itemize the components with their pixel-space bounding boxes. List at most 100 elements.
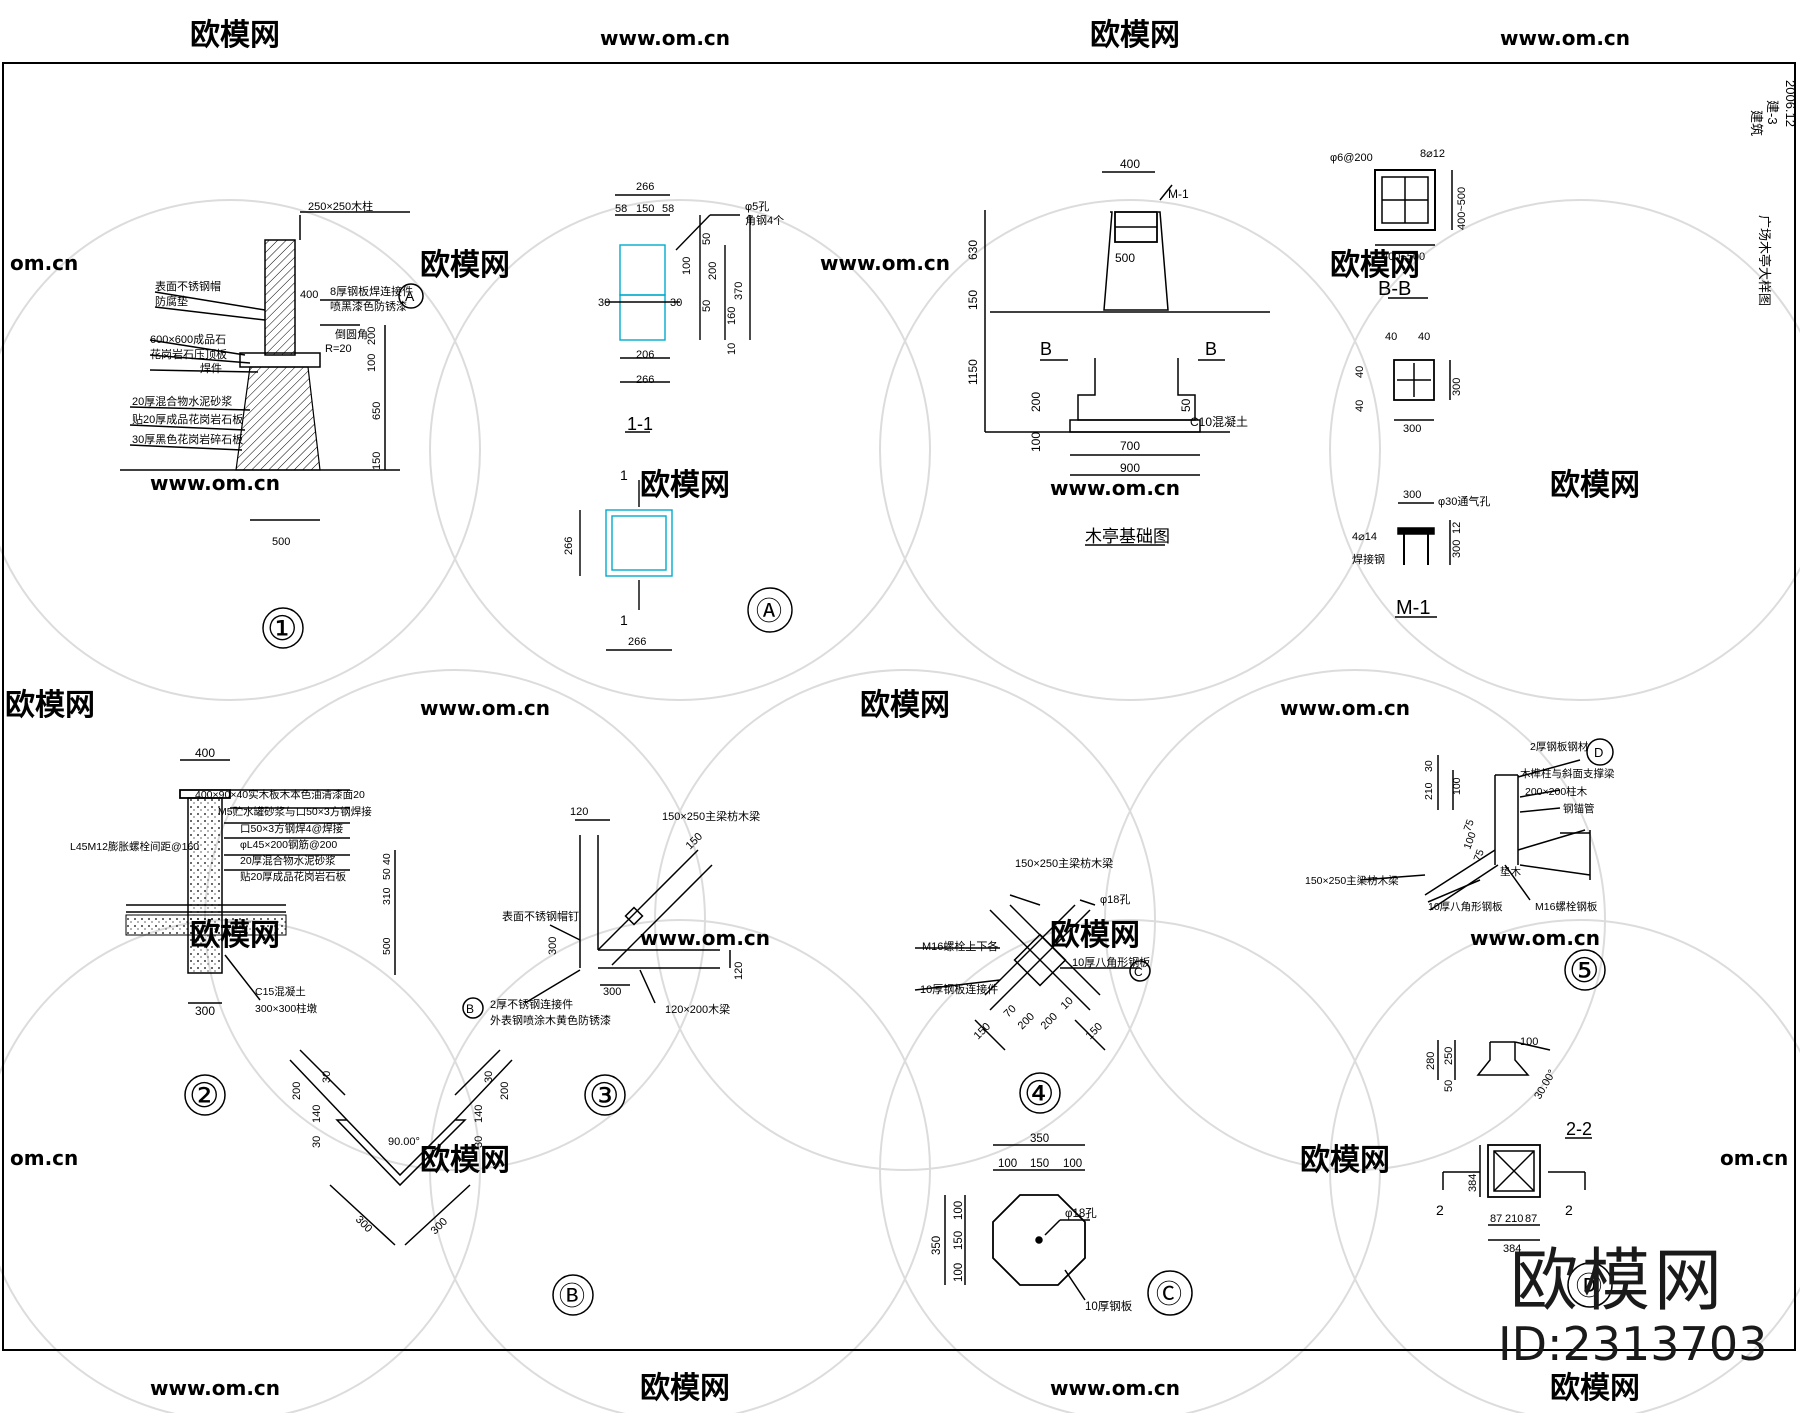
- dim-text: 120: [733, 962, 745, 980]
- footing: [1077, 358, 1196, 421]
- label: 外表钢喷涂木黄色防锈漆: [490, 1013, 611, 1027]
- dim-text: 200: [1016, 1011, 1037, 1032]
- label: 30厚黑色花岗岩碎石板: [132, 432, 243, 446]
- callout-letter: D: [1594, 745, 1603, 760]
- detail-marker-circle: [584, 1074, 626, 1116]
- dim-text: 30: [321, 1071, 333, 1083]
- label: 2厚钢板钢材: [1530, 740, 1589, 753]
- center-plate: [1013, 933, 1067, 987]
- callout-letter: C: [1134, 965, 1143, 979]
- note: φ30通气孔: [1438, 494, 1490, 508]
- wm-site: www.om.cn: [1050, 476, 1180, 500]
- label: 20厚混合物水泥砂浆: [132, 394, 232, 408]
- callout-circle: [1586, 738, 1614, 766]
- dim-line: [974, 1019, 1006, 1051]
- wm-short: om.cn: [10, 251, 78, 275]
- dim-text: 384: [1467, 1174, 1479, 1192]
- dim-text: 900: [1120, 461, 1140, 475]
- label: 2厚不锈钢连接件: [490, 998, 573, 1011]
- note: 角钢4个: [745, 214, 784, 227]
- dim-text: 250: [1443, 1047, 1455, 1065]
- dim-text: 280: [1425, 1052, 1437, 1070]
- detail-2: [125, 759, 396, 1116]
- dim-text: 12: [1451, 522, 1463, 534]
- watermark-pattern: [0, 199, 1800, 1417]
- callout-letter: B: [466, 1002, 474, 1016]
- dim-line: [1074, 1019, 1106, 1051]
- note: φ5孔: [745, 200, 769, 213]
- detail-marker-circle: [1567, 1262, 1613, 1308]
- label: 120×200木梁: [665, 1002, 730, 1016]
- wm-brand: 欧模网: [1330, 248, 1420, 283]
- label: L45M12膨胀螺栓间距@160: [70, 840, 199, 853]
- dim-text: 266: [628, 636, 646, 648]
- pedestal: [235, 366, 321, 471]
- dim-line: [299, 1049, 346, 1096]
- cut-mark-label: 2: [1436, 1202, 1444, 1218]
- dim-text: 300: [1451, 540, 1463, 558]
- cap-elevation: [1476, 1042, 1530, 1076]
- detail-4: [914, 894, 1151, 1114]
- label: φ18孔: [1065, 1207, 1097, 1220]
- wm-site: www.om.cn: [150, 1376, 280, 1400]
- section-BB: [1374, 169, 1453, 299]
- dim-text: 75: [1472, 848, 1487, 863]
- wm-brand: 欧模网: [420, 248, 510, 283]
- detail-2-text: 400 400×90×40实木板木本色油清漆面20 M5贮水罐砂浆与口50×3方…: [70, 746, 393, 1115]
- wm-short: om.cn: [1720, 1146, 1788, 1170]
- dim-text: 350: [931, 1236, 943, 1255]
- dim-text: 650: [371, 402, 383, 420]
- dim-text: 370: [733, 282, 745, 300]
- label: R=20: [325, 343, 352, 355]
- detail-marker: Ⓑ: [559, 1281, 585, 1311]
- cut-mark-label: 1: [620, 612, 628, 628]
- dim-text: 266: [563, 537, 575, 555]
- dim-text: 150: [371, 452, 383, 470]
- dim-text: 150: [684, 831, 705, 852]
- badge-brand: 欧模网: [1509, 1242, 1726, 1321]
- bolt-hole: [1035, 1236, 1043, 1244]
- pier: [187, 797, 223, 974]
- cap-plan: [1487, 1144, 1541, 1198]
- dim-text: 150: [953, 1231, 965, 1250]
- dim-text: 200: [1039, 1011, 1060, 1032]
- detail-marker-circle: [1147, 1270, 1193, 1316]
- wm-brand: 欧模网: [1300, 1143, 1390, 1178]
- dim-text: 30: [598, 297, 610, 309]
- dim-text: 350: [1030, 1133, 1049, 1145]
- label: 钢锚管: [1563, 802, 1595, 815]
- wm-brand: 欧模网: [640, 468, 730, 503]
- wm-brand: 欧模网: [1550, 468, 1640, 503]
- detail-marker-circle: [1564, 949, 1606, 991]
- dim-text: 300: [353, 1214, 374, 1235]
- dim-text: 210: [1505, 1213, 1523, 1225]
- detail-marker: ④: [1024, 1075, 1054, 1113]
- title-date: 2006.12: [1783, 80, 1798, 127]
- plate-M1: [1393, 359, 1451, 618]
- rebar-main: 8⌀12: [1420, 148, 1445, 160]
- pier-upper: [1103, 211, 1169, 311]
- detail-marker-circle: [1019, 1072, 1061, 1114]
- dim-line: [454, 1049, 501, 1096]
- wm-site: www.om.cn: [1280, 696, 1410, 720]
- label: 400×90×40实木板木本色油清漆面20: [195, 788, 365, 801]
- dim-text: 266: [636, 181, 654, 193]
- dim-text: 300: [603, 986, 621, 998]
- note: C10混凝土: [1190, 414, 1248, 429]
- wm-brand: 欧模网: [1550, 1371, 1640, 1406]
- angle-steel-lower: [619, 294, 666, 341]
- wm-brand: 欧模网: [860, 688, 950, 723]
- rebar-ring: φ6@200: [1330, 152, 1373, 164]
- dim-text: 400: [300, 289, 318, 301]
- dim-text: 300: [547, 937, 559, 955]
- dim-text: 1150: [966, 359, 980, 385]
- dim-text: 160: [726, 307, 738, 325]
- dim-text: 150: [636, 203, 654, 215]
- title-discipline: 建筑: [1749, 110, 1764, 136]
- dim-text: 400~500: [1456, 187, 1468, 230]
- dim-text: 210: [1423, 782, 1435, 800]
- foundation-text: 400 M-1 630 150 1150 200 100 500 50 700 …: [966, 157, 1248, 546]
- dim-text: 10: [726, 343, 738, 355]
- dim-text: 300: [429, 1216, 450, 1237]
- label: 200×200柱木: [1525, 785, 1588, 798]
